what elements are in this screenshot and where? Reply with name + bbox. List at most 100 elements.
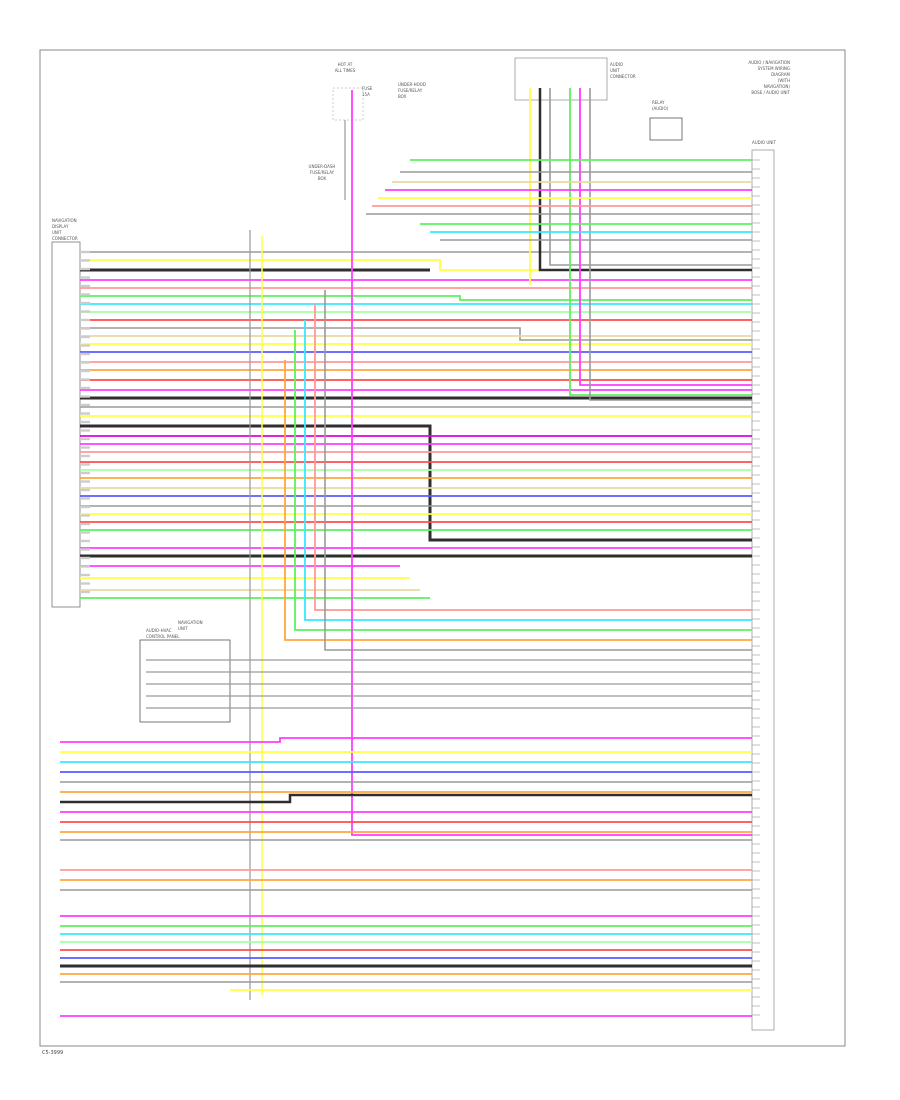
- wire: [294, 330, 752, 631]
- svg-text:HOT AT: HOT AT: [338, 62, 353, 67]
- connector-pin: [80, 480, 90, 483]
- connector-pin: [80, 488, 90, 492]
- svg-text:FUSE/RELAY: FUSE/RELAY: [398, 88, 423, 93]
- svg-text:CONNECTOR: CONNECTOR: [610, 74, 636, 79]
- title-block: AUDIO / NAVIGATION SYSTEM WIRING DIAGRAM…: [748, 60, 790, 95]
- title-line: NAVIGATION): [764, 84, 791, 89]
- connector-pin: [80, 293, 90, 296]
- svg-text:FUSE/RELAY: FUSE/RELAY: [310, 170, 335, 175]
- connector-pin: [80, 505, 90, 509]
- title-line: BOSE / AUDIO UNIT: [751, 90, 790, 95]
- connector-pin: [80, 412, 90, 415]
- fuse-center-label: UNDER-HOOD FUSE/RELAY BOX: [398, 82, 426, 99]
- svg-text:NAVIGATION: NAVIGATION: [52, 218, 77, 223]
- wire: [538, 88, 752, 272]
- wire: [351, 90, 752, 836]
- connector-pin: [80, 420, 90, 424]
- svg-text:FUSE: FUSE: [362, 86, 373, 91]
- connector-pin: [80, 259, 90, 262]
- connector-pin: [80, 335, 90, 339]
- connector-pin: [80, 395, 90, 398]
- wire-layer: [60, 88, 752, 1017]
- wire: [80, 424, 752, 542]
- mid-panel-box: [139, 639, 231, 723]
- connector-pin: [80, 573, 90, 577]
- connector-pin: [80, 327, 90, 330]
- wire: [579, 88, 752, 386]
- svg-text:CONNECTOR: CONNECTOR: [52, 236, 78, 241]
- relay-box: [649, 117, 683, 141]
- diagram-frame: [39, 49, 846, 1047]
- label-layer: [80, 159, 760, 1016]
- wire: [304, 320, 752, 621]
- svg-text:UNDER-DASH: UNDER-DASH: [309, 164, 336, 169]
- wire: [80, 327, 752, 341]
- svg-text:ALL TIMES: ALL TIMES: [335, 68, 356, 73]
- connector-pin: [80, 429, 90, 432]
- connector-pin: [80, 378, 90, 381]
- svg-text:UNIT: UNIT: [52, 230, 62, 235]
- connector-pin: [80, 446, 90, 449]
- connector-pin: [80, 454, 90, 458]
- connector-pin: [80, 386, 90, 390]
- connector-pin: [80, 310, 90, 313]
- connector-pin: [80, 352, 90, 356]
- svg-text:DISPLAY: DISPLAY: [52, 224, 69, 229]
- title-line: AUDIO / NAVIGATION: [748, 60, 790, 65]
- connector-pin: [80, 369, 90, 373]
- title-line: DIAGRAM: [771, 72, 790, 77]
- fuse-top-label: HOT AT ALL TIMES FUSE 15A: [335, 62, 373, 97]
- left-unit-label: NAVIGATION DISPLAY UNIT CONNECTOR: [52, 218, 78, 241]
- svg-text:NAVIGATION: NAVIGATION: [178, 620, 203, 625]
- fuse-box: [332, 87, 364, 121]
- right-unit-label: AUDIO UNIT: [752, 140, 776, 145]
- title-line: SYSTEM WIRING: [758, 66, 790, 71]
- svg-text:(AUDIO): (AUDIO): [652, 106, 669, 111]
- svg-text:UNIT: UNIT: [610, 68, 620, 73]
- wire: [314, 304, 752, 611]
- wire: [60, 737, 752, 743]
- connector-pin: [80, 318, 90, 322]
- wire: [284, 360, 752, 641]
- connector-pin: [80, 471, 90, 475]
- svg-text:RELAY: RELAY: [652, 100, 665, 105]
- wire: [80, 295, 752, 301]
- connector-pin: [80, 539, 90, 543]
- svg-text:AUDIO: AUDIO: [610, 62, 623, 67]
- connector-pin: [80, 361, 90, 364]
- connector-pin: [80, 582, 90, 585]
- title-line: (WITH: [778, 78, 790, 83]
- connector-pin: [80, 548, 90, 551]
- connector-pin: [80, 284, 90, 288]
- connector-pin: [80, 267, 90, 271]
- footer-code: C5-3999: [42, 1050, 63, 1056]
- connector-pin: [80, 556, 90, 560]
- top-connector-label: AUDIO UNIT CONNECTOR: [610, 62, 636, 79]
- wire: [60, 793, 752, 804]
- connector-pin: [80, 497, 90, 500]
- wire: [549, 88, 752, 266]
- wire: [589, 88, 752, 401]
- mid-unit-label: AUDIO-HVAC CONTROL PANEL NAVIGATION UNIT: [146, 620, 203, 639]
- connector-pin: [80, 531, 90, 534]
- relay-label: RELAY (AUDIO): [652, 100, 669, 111]
- svg-text:AUDIO-HVAC: AUDIO-HVAC: [146, 628, 172, 633]
- left-connector-block: [51, 241, 81, 608]
- connector-pin: [80, 250, 90, 254]
- connector-pin: [80, 437, 90, 441]
- connector-pin: [80, 344, 90, 347]
- connector-pin: [80, 565, 90, 568]
- connector-pin: [80, 463, 90, 466]
- wire: [324, 290, 752, 651]
- connector-pin: [80, 276, 90, 279]
- fuse-mid-label: UNDER-DASH FUSE/RELAY BOX: [309, 164, 336, 181]
- connector-pin: [80, 590, 90, 594]
- svg-text:15A: 15A: [362, 92, 370, 97]
- connector-pin: [80, 522, 90, 526]
- connector-pin: [80, 514, 90, 517]
- svg-text:UNIT: UNIT: [178, 626, 188, 631]
- svg-text:BOX: BOX: [398, 94, 407, 99]
- svg-text:CONTROL PANEL: CONTROL PANEL: [146, 634, 180, 639]
- svg-text:BOX: BOX: [318, 176, 327, 181]
